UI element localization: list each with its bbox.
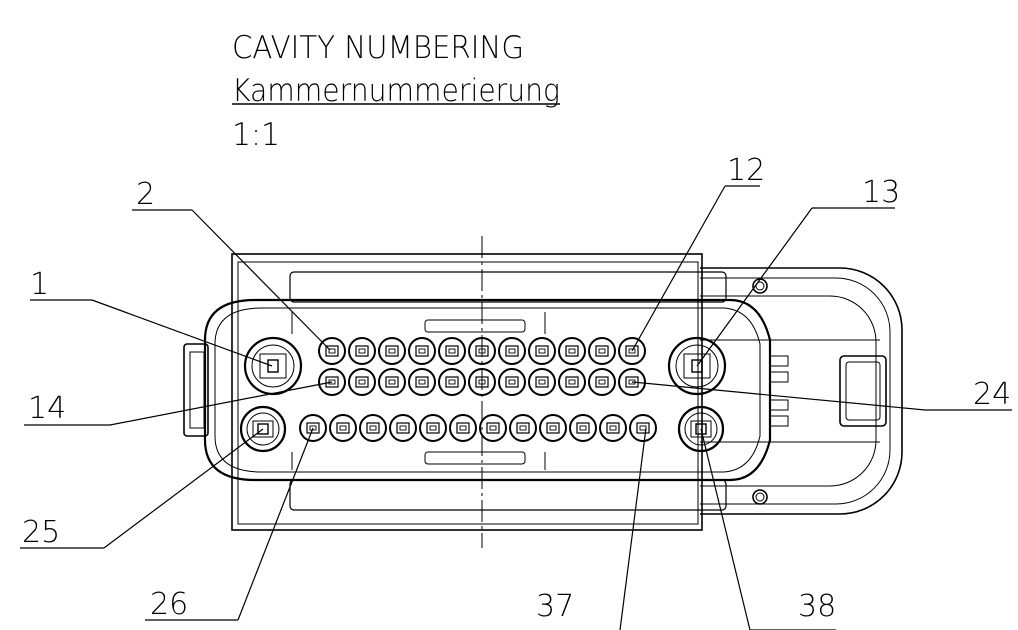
callout-37-label: 37 (536, 589, 574, 624)
latch-tab-inner (845, 361, 881, 421)
cavity-38 (677, 405, 725, 453)
mount-hole-bottom (752, 489, 768, 505)
cavity-small (528, 337, 556, 365)
latch-tab (839, 355, 887, 427)
left-latch (183, 343, 209, 437)
outer-shell-inner (237, 261, 699, 525)
cavity-small (558, 368, 586, 396)
callout-1-leader (91, 299, 273, 367)
latch-housing (700, 267, 903, 515)
cavity-small (479, 414, 507, 442)
cavity-small (318, 337, 346, 365)
cavity-small (378, 337, 406, 365)
callout-12-label: 12 (727, 153, 765, 188)
cavity-small (588, 337, 616, 365)
callout-25-label: 25 (22, 515, 60, 550)
callout-14-label: 14 (28, 391, 66, 426)
cavity-small (599, 414, 627, 442)
cavity-small (408, 368, 436, 396)
large-cavities (239, 336, 727, 453)
cavity-small (408, 337, 436, 365)
cavity-small (468, 337, 496, 365)
bottom-rail (289, 479, 727, 511)
callout-12-leader (631, 185, 726, 352)
connector-body (183, 236, 903, 548)
cavity-small (438, 337, 466, 365)
cavity-25 (239, 405, 287, 453)
callout-14-leader (109, 381, 333, 426)
callout-38-leader (700, 428, 751, 630)
callout-24-leader (631, 381, 926, 411)
drawing-title: CAVITY NUMBERING (232, 30, 524, 66)
cavity-1 (243, 336, 303, 396)
cavity-small (419, 414, 447, 442)
callout-38-label: 38 (798, 589, 836, 624)
latch-housing-inner (700, 277, 891, 505)
cavity-small (509, 414, 537, 442)
callout-25-leader (103, 428, 264, 549)
cavity-small (389, 414, 417, 442)
callout-24-label: 24 (973, 377, 1011, 412)
callout-labels: 1 2 12 13 14 24 25 26 37 38 (22, 153, 1011, 624)
callout-26-label: 26 (150, 587, 188, 622)
cavity-small (558, 337, 586, 365)
cavity-small (299, 414, 327, 442)
callout-13-label: 13 (862, 175, 900, 210)
cavity-small (449, 414, 477, 442)
cavity-small (588, 368, 616, 396)
cavity-small (348, 337, 376, 365)
small-cavities (299, 337, 657, 442)
cavity-small (378, 368, 406, 396)
callout-26-leader (237, 427, 314, 621)
callout-13-leader (696, 207, 813, 367)
cavity-13 (667, 336, 727, 396)
cavity-face (203, 298, 772, 482)
cavity-small (329, 414, 357, 442)
drawing-subtitle: Kammernummerierung (232, 73, 560, 109)
cavity-small (359, 414, 387, 442)
callout-2-label: 2 (136, 177, 155, 212)
cavity-small (528, 368, 556, 396)
cavity-face-inner (214, 307, 761, 473)
cavity-small (539, 414, 567, 442)
callout-2-leader (191, 209, 331, 351)
drawing-scale: 1:1 (232, 117, 280, 153)
cavity-small (468, 368, 496, 396)
latch-housing-inner-2 (700, 295, 877, 487)
top-rail (289, 271, 727, 303)
cavity-small (438, 368, 466, 396)
cavity-small (618, 337, 646, 365)
cavity-small (629, 414, 657, 442)
callout-37-leader (619, 427, 647, 630)
cavity-small (498, 368, 526, 396)
cavity-small (348, 368, 376, 396)
cavity-small (498, 337, 526, 365)
callout-1-label: 1 (30, 267, 49, 302)
cavity-small (569, 414, 597, 442)
callouts (20, 185, 1012, 630)
outer-shell (231, 253, 703, 531)
